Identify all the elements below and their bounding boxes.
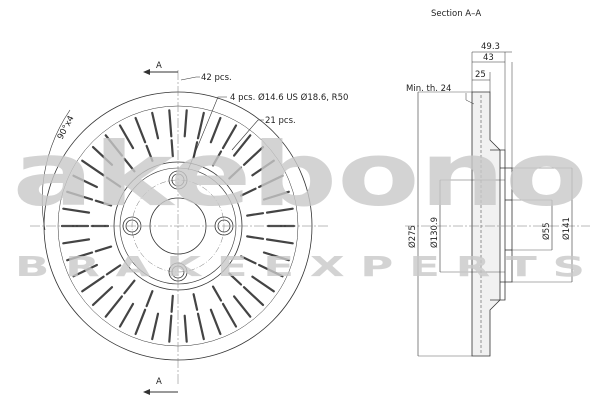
vane-slot (168, 109, 173, 138)
vane-slot (168, 314, 173, 343)
vane-slot (251, 275, 275, 293)
leader-min-thickness (465, 93, 475, 105)
vane-slot (251, 159, 275, 177)
vane-slot (151, 312, 160, 341)
small-slot (240, 255, 257, 265)
small-slot (246, 235, 265, 240)
vane-slot (242, 146, 265, 166)
vane-slot (221, 302, 238, 328)
small-slot (123, 279, 136, 295)
vane-slot (118, 302, 135, 328)
vane-slot (265, 238, 294, 245)
vane-slot (104, 134, 124, 157)
dim-hat-diameter: Ø141 (561, 217, 572, 240)
vane-slot (151, 111, 160, 140)
disc-section-view (405, 51, 590, 357)
vane-slot (62, 238, 91, 245)
small-slot (145, 290, 154, 308)
small-slot (123, 157, 136, 173)
cut-arrow-bottom (143, 389, 150, 395)
vane-slot (72, 174, 99, 189)
vane-slot (183, 314, 188, 343)
small-slot (170, 294, 174, 313)
dim-bolt-circle: Ø130.9 (429, 217, 440, 248)
small-slot (94, 199, 113, 207)
vane-slot (209, 308, 222, 336)
vane-slot (209, 116, 222, 144)
dim-min-thickness: Min. th. 24 (406, 84, 451, 94)
small-slot (246, 212, 265, 217)
brand-watermark: akebono B R A K E E X P E R T S (13, 123, 588, 283)
small-slot (228, 272, 243, 286)
watermark-tagline: B R A K E E X P E R T S (15, 250, 585, 283)
vane-slot (81, 275, 105, 293)
cut-label-bottom: A (156, 377, 162, 387)
vane-slot (196, 312, 205, 341)
small-slot (240, 187, 257, 197)
vane-slot (183, 109, 188, 138)
vane-slot (265, 207, 294, 214)
angle-arc (41, 109, 71, 231)
hat-profile (490, 149, 506, 301)
section-title: Section A–A (431, 9, 481, 19)
cut-arrow-top (143, 69, 150, 75)
small-slot (211, 285, 223, 302)
small-slot (94, 245, 113, 253)
label-small-count: 21 pcs. (265, 116, 296, 126)
vane-slot (81, 159, 105, 177)
vane-slot (62, 207, 91, 214)
vane-slot (258, 174, 284, 189)
watermark-brand: akebono (13, 123, 588, 226)
vane-slot (233, 134, 252, 157)
vane-slot (242, 286, 265, 306)
label-bolt-holes: 4 pcs. Ø14.6 US Ø18.6, R50 (230, 92, 348, 103)
small-slot (170, 139, 174, 158)
dim-center-bore: Ø55 (541, 222, 552, 240)
dim-rotor-thickness: 25 (475, 70, 486, 80)
vane-slot (262, 190, 290, 201)
leader-holes (187, 96, 227, 171)
hat-inner-profile (500, 167, 513, 283)
small-slot (192, 293, 199, 311)
vane-slot (66, 190, 94, 201)
cut-label-top: A (156, 61, 162, 71)
leader-small (231, 119, 264, 151)
vane-slot (72, 263, 99, 278)
vane-slot (91, 146, 114, 166)
vane-slot (66, 251, 94, 262)
vane-slot (104, 295, 124, 318)
small-slot (105, 264, 122, 276)
vane-slot (233, 295, 252, 318)
disc-front-view (30, 69, 330, 395)
vane-slot (134, 116, 147, 144)
small-slot (211, 150, 223, 167)
small-slot (228, 166, 243, 180)
vane-slot (258, 263, 284, 278)
small-slot (105, 176, 122, 188)
small-slot (145, 144, 154, 162)
vane-slot (196, 111, 205, 140)
vane-slot (118, 124, 135, 150)
vane-slot (91, 286, 114, 306)
label-vane-count: 42 pcs. (201, 73, 232, 83)
dim-total-width: 49.3 (481, 42, 500, 52)
dim-outer-diameter: Ø275 (407, 225, 418, 248)
vane-slot (134, 308, 147, 336)
vane-slot (221, 124, 238, 150)
vane-slots-inner (90, 139, 265, 313)
leader-vanes (180, 76, 200, 81)
dim-hat-height: 43 (483, 53, 494, 63)
vane-slot (262, 251, 290, 262)
